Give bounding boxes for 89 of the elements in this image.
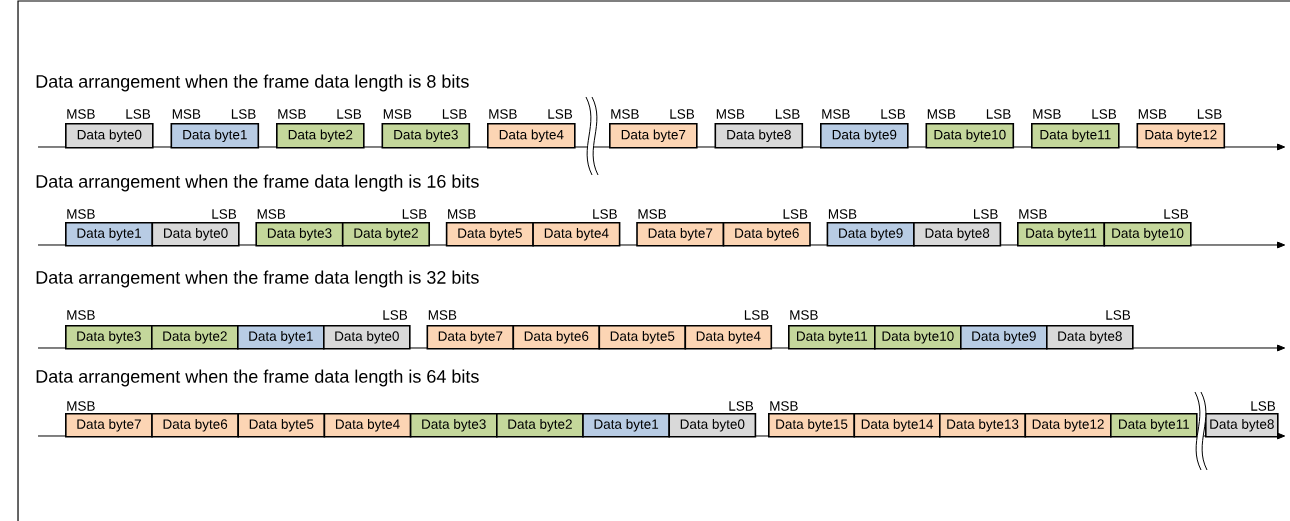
data-byte-box: Data byte11 [788, 325, 876, 350]
data-byte-box: Data byte4 [487, 123, 576, 149]
data-byte-box: Data byte5 [237, 413, 326, 438]
data-byte-box: Data byte4 [323, 413, 412, 438]
data-byte-box: Data byte9 [960, 325, 1048, 350]
msb-label: MSB [790, 310, 818, 320]
data-byte-box: Data byte2 [151, 325, 239, 350]
data-byte-box: Data byte8 [714, 123, 804, 149]
data-byte-box: Data byte7 [609, 123, 698, 149]
data-byte-box: Data byte4 [532, 222, 621, 247]
data-byte-box: Data byte14 [853, 413, 941, 438]
data-byte-box: Data byte10 [1103, 222, 1192, 247]
data-byte-box: Data byte6 [151, 413, 239, 438]
msb-label: MSB [428, 310, 457, 320]
lsb-label: LSB [231, 109, 256, 119]
msb-label: MSB [489, 109, 517, 119]
msb-label: MSB [1019, 209, 1047, 219]
row-title: Data arrangement when the frame data length is 64 bits [36, 369, 479, 387]
lsb-label: LSB [986, 109, 1011, 119]
msb-label: MSB [257, 209, 286, 219]
lsb-label: LSB [402, 209, 427, 219]
row-title: Data arrangement when the frame data length is 8 bits [36, 74, 469, 92]
lsb-label: LSB [442, 109, 467, 119]
msb-label: MSB [278, 109, 306, 119]
lsb-label: LSB [593, 209, 617, 219]
data-byte-box: Data byte8 [913, 222, 1002, 247]
lsb-label: LSB [775, 109, 800, 119]
data-byte-box: Data byte10 [925, 123, 1015, 149]
row-title: Data arrangement when the frame data length is 16 bits [36, 174, 479, 192]
lsb-label: LSB [744, 310, 769, 320]
lsb-label: LSB [670, 109, 695, 119]
data-byte-box: Data byte3 [255, 222, 344, 247]
data-byte-box: Data byte7 [426, 325, 515, 350]
lsb-label: LSB [1092, 109, 1117, 119]
data-byte-box: Data byte11 [1031, 123, 1120, 149]
msb-label: MSB [1138, 109, 1167, 119]
row-title: Data arrangement when the frame data length is 32 bits [36, 270, 479, 288]
data-byte-box: Data byte2 [341, 222, 430, 247]
data-byte-box: Data byte0 [151, 222, 240, 247]
data-byte-box: Data byte9 [826, 222, 915, 247]
msb-label: MSB [927, 109, 956, 119]
msb-label: MSB [448, 209, 476, 219]
lsb-label: LSB [783, 209, 808, 219]
data-byte-box: Data byte1 [65, 222, 154, 247]
data-byte-box: Data byte8 [1205, 413, 1279, 438]
data-byte-box: Data byte0 [323, 325, 411, 350]
data-byte-box: Data byte6 [722, 222, 811, 247]
data-byte-box: Data byte1 [237, 325, 325, 350]
lsb-label: LSB [126, 109, 151, 119]
data-byte-box: Data byte4 [684, 325, 773, 350]
data-byte-box: Data byte7 [65, 413, 153, 438]
data-byte-box: Data byte8 [1046, 325, 1134, 350]
data-byte-box: Data byte11 [1017, 222, 1106, 247]
data-byte-box: Data byte2 [496, 413, 584, 438]
lsb-label: LSB [383, 310, 408, 320]
data-byte-box: Data byte3 [381, 123, 471, 149]
msb-label: MSB [770, 401, 798, 411]
lsb-label: LSB [212, 209, 237, 219]
msb-label: MSB [172, 109, 201, 119]
data-byte-box: Data byte9 [820, 123, 909, 149]
data-byte-box: Data byte10 [874, 325, 962, 350]
data-byte-box: Data byte0 [65, 123, 154, 149]
data-byte-box: Data byte13 [939, 413, 1027, 438]
msb-label: MSB [828, 209, 857, 219]
data-byte-box: Data byte6 [512, 325, 601, 350]
data-byte-box: Data byte1 [582, 413, 670, 438]
lsb-label: LSB [548, 109, 573, 119]
data-byte-box: Data byte7 [636, 222, 725, 247]
data-byte-box: Data byte5 [445, 222, 534, 247]
lsb-label: LSB [974, 209, 998, 219]
data-byte-box: Data byte3 [65, 325, 153, 350]
data-byte-box: Data byte11 [1110, 413, 1198, 438]
data-byte-box: Data byte12 [1024, 413, 1112, 438]
msb-label: MSB [611, 109, 639, 119]
data-byte-box: Data byte3 [409, 413, 498, 438]
data-byte-box: Data byte1 [170, 123, 260, 149]
msb-label: MSB [383, 109, 412, 119]
data-byte-box: Data byte5 [598, 325, 687, 350]
data-byte-box: Data byte15 [768, 413, 856, 438]
msb-label: MSB [716, 109, 745, 119]
msb-label: MSB [638, 209, 666, 219]
lsb-label: LSB [337, 109, 362, 119]
msb-label: MSB [822, 109, 850, 119]
data-byte-box: Data byte0 [668, 413, 757, 438]
data-byte-box: Data byte2 [276, 123, 365, 149]
data-byte-box: Data byte12 [1136, 123, 1226, 149]
lsb-label: LSB [881, 109, 906, 119]
msb-label: MSB [1033, 109, 1061, 119]
lsb-label: LSB [729, 401, 754, 411]
